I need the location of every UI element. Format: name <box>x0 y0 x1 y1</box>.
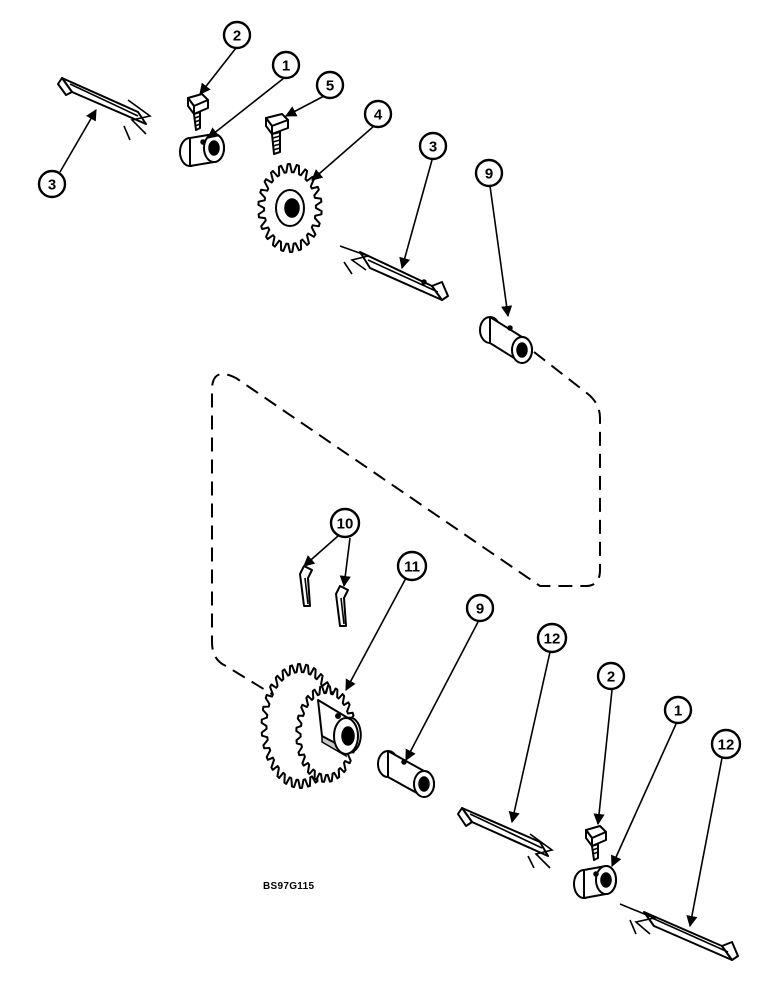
callout-label: 4 <box>374 107 383 124</box>
callout-9-lower: 9 <box>465 593 495 623</box>
callout-4: 4 <box>363 99 393 129</box>
callout-3-center: 3 <box>418 131 448 161</box>
callout-label: 12 <box>544 631 561 648</box>
callout-label: 3 <box>48 177 56 194</box>
callout-label: 9 <box>485 166 493 183</box>
callout-label: 1 <box>282 58 290 75</box>
bolt-upper <box>187 93 209 131</box>
callout-5: 5 <box>315 70 345 100</box>
collar-upper <box>179 133 225 167</box>
callout-label: 1 <box>674 703 682 720</box>
hex-shaft-lower-right <box>619 903 739 961</box>
sprocket-small-4 <box>257 163 323 253</box>
hex-shaft-lower-middle <box>457 807 554 869</box>
callout-11: 11 <box>396 550 428 582</box>
drawing-code: BS97G115 <box>263 881 315 892</box>
callout-1-lower: 1 <box>663 695 693 725</box>
chain-path-dashed <box>211 351 601 711</box>
double-sprocket-11 <box>260 663 362 789</box>
cotter-pin-left <box>299 565 313 607</box>
callout-12-middle: 12 <box>536 622 568 654</box>
leader-lines <box>59 47 723 928</box>
coupler-sleeve-lower <box>377 750 435 798</box>
callout-10: 10 <box>329 507 361 539</box>
bolt-set-screw-5 <box>265 113 289 155</box>
cotter-pin-right <box>335 585 349 627</box>
hex-shaft-upper-left <box>57 77 152 141</box>
hex-shaft-center <box>339 245 449 301</box>
callout-label: 2 <box>607 669 615 686</box>
coupler-sleeve-upper <box>479 316 533 364</box>
callout-3-left: 3 <box>37 169 67 199</box>
callout-label: 10 <box>337 516 354 533</box>
callout-label: 2 <box>233 28 241 45</box>
callout-label: 3 <box>429 139 437 156</box>
callout-2-upper: 2 <box>222 20 252 50</box>
callout-12-right: 12 <box>710 728 742 760</box>
callout-label: 5 <box>326 78 334 95</box>
bolt-lower <box>585 825 607 861</box>
callout-label: 12 <box>718 737 735 754</box>
collar-lower <box>573 865 617 899</box>
callout-label: 9 <box>476 601 484 618</box>
callout-label: 11 <box>404 559 420 576</box>
callout-1-upper: 1 <box>271 50 301 80</box>
callout-2-lower: 2 <box>596 661 626 691</box>
callout-9-upper: 9 <box>474 158 504 188</box>
